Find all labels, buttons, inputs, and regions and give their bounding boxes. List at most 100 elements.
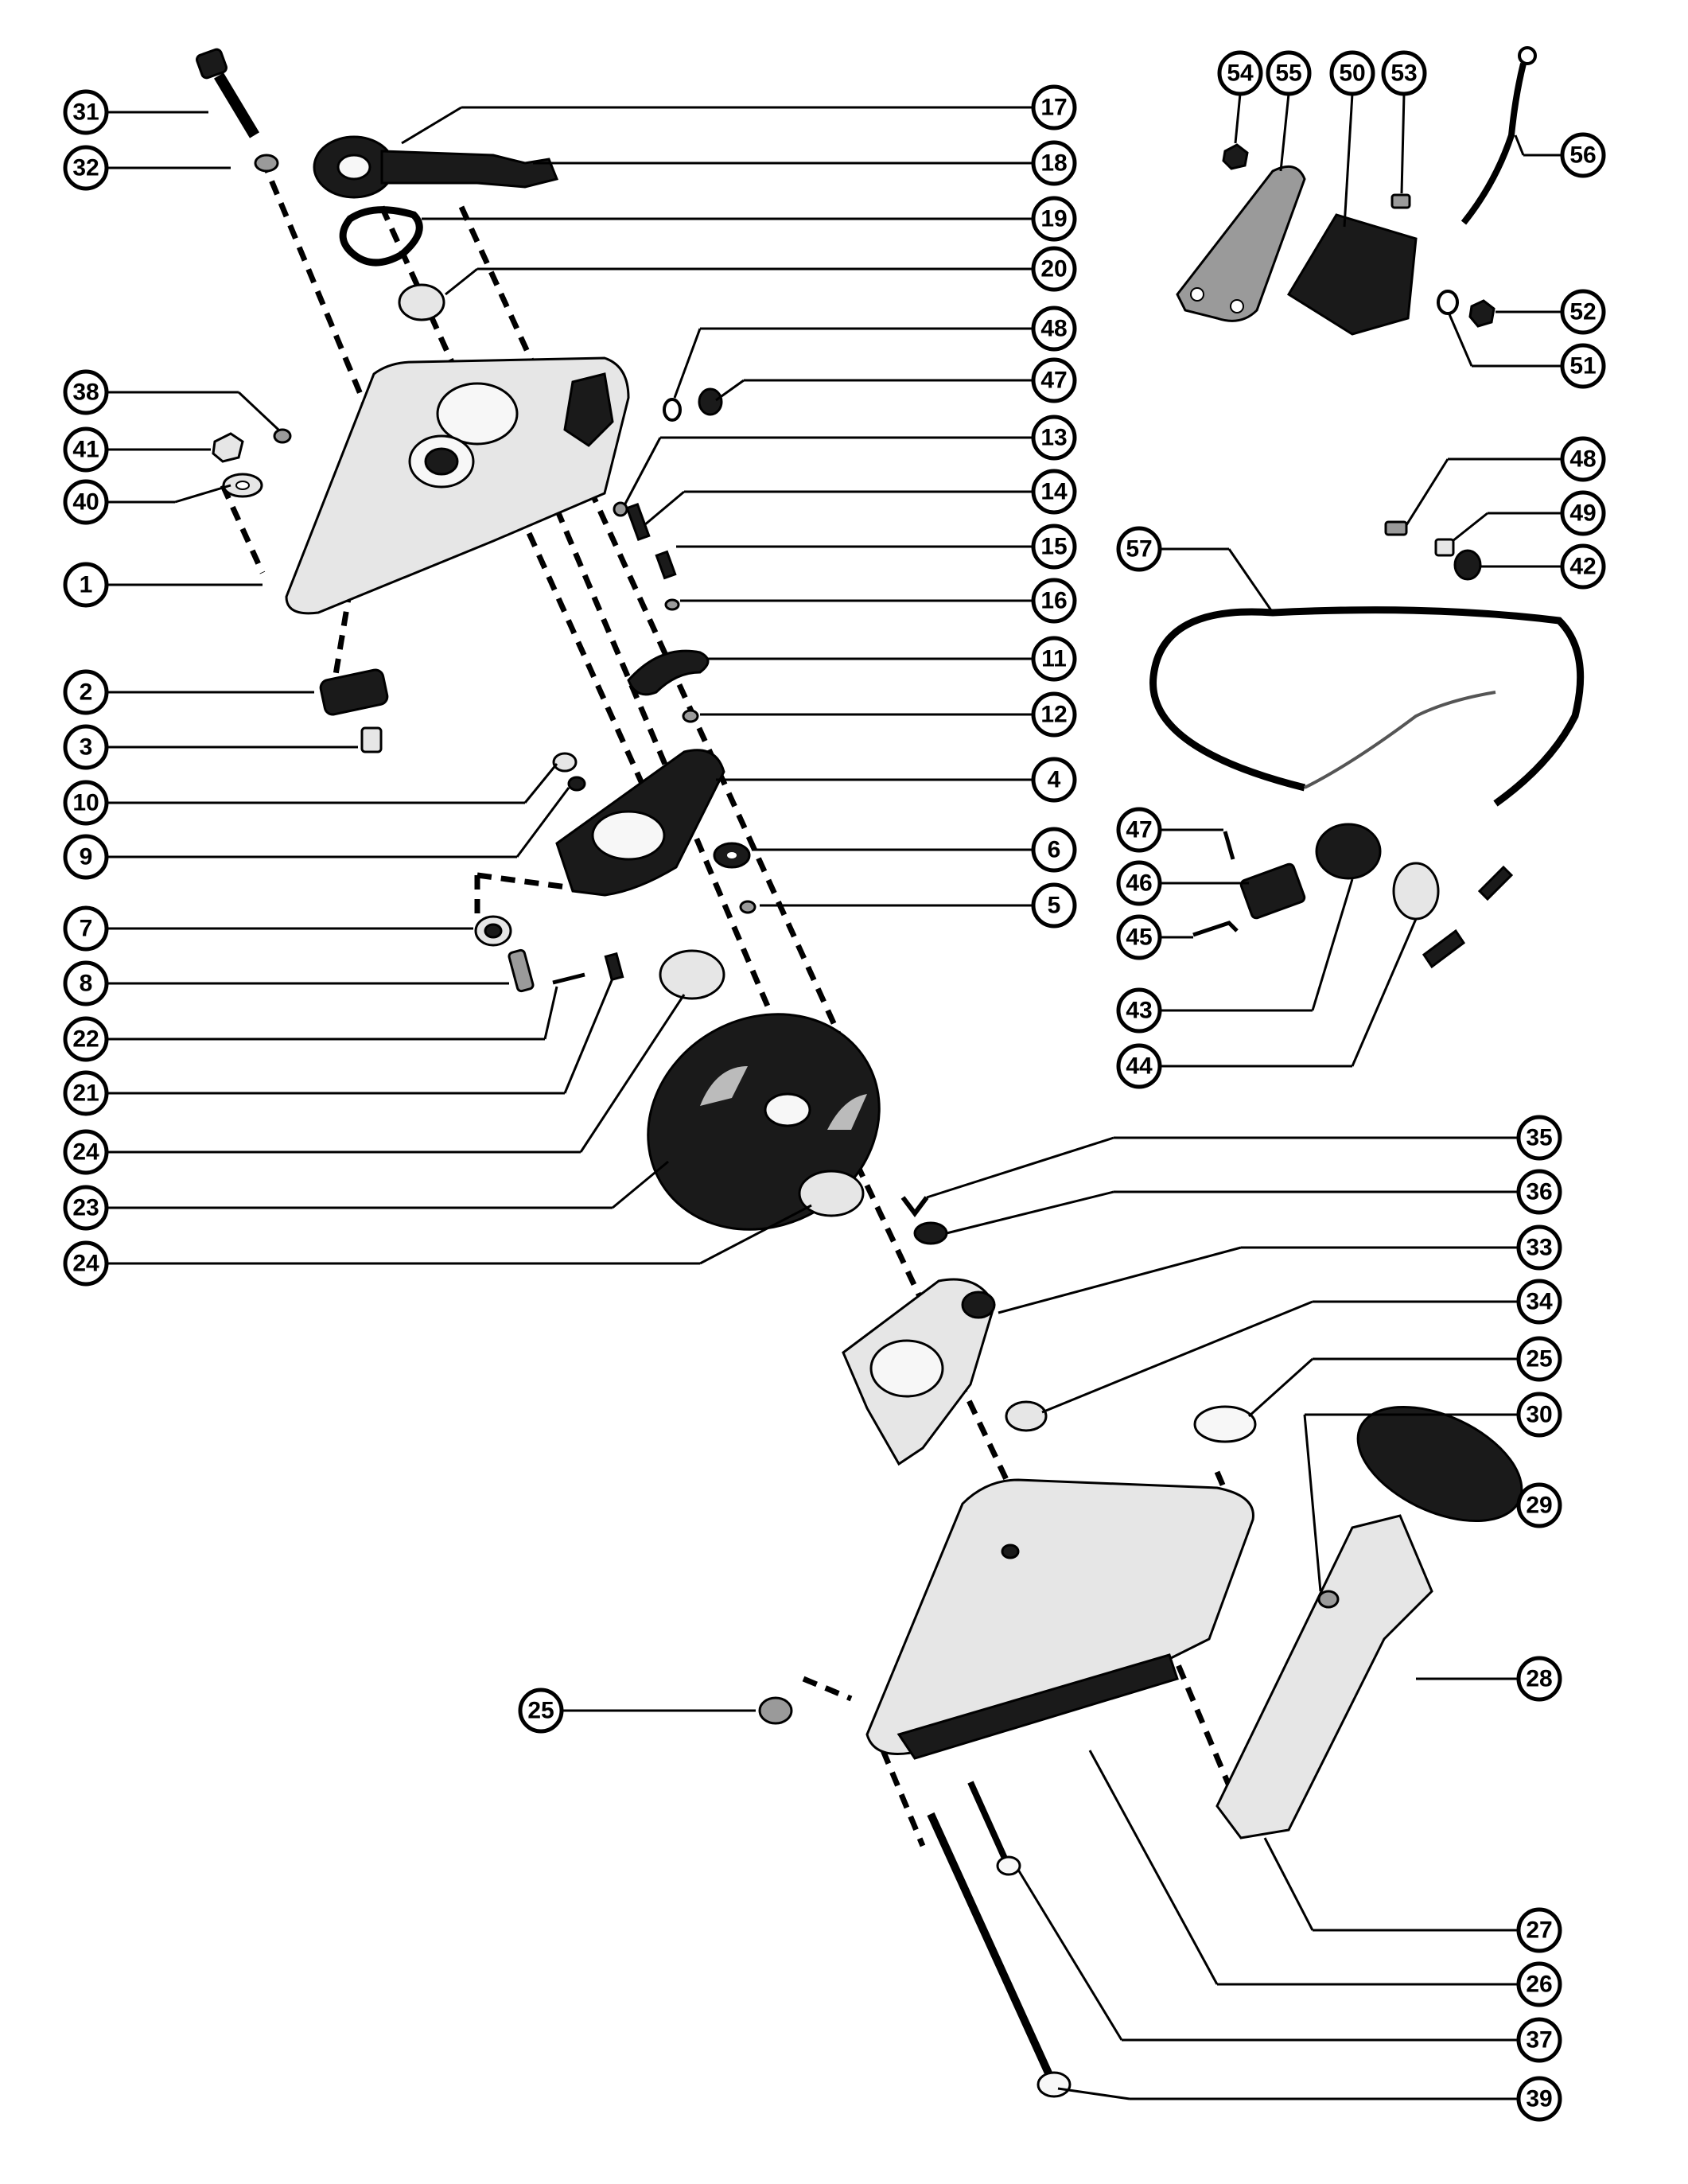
callout-40: 40 xyxy=(63,479,109,525)
part-lower-bracket-33 xyxy=(842,1278,996,1466)
callout-12: 12 xyxy=(1031,691,1077,738)
callout-42: 42 xyxy=(1560,543,1606,590)
callout-number: 46 xyxy=(1126,870,1152,897)
callout-number: 42 xyxy=(1569,554,1596,580)
callout-number: 36 xyxy=(1526,1179,1552,1205)
part-keys xyxy=(1422,865,1514,969)
callout-number: 4 xyxy=(1048,767,1061,793)
callout-number: 30 xyxy=(1526,1402,1552,1428)
part-detent-plate-11 xyxy=(627,649,710,696)
callout-26: 26 xyxy=(1516,1961,1562,2007)
callout-57: 57 xyxy=(1116,526,1162,572)
part-screw-38 xyxy=(273,428,292,444)
callout-16: 16 xyxy=(1031,578,1077,624)
part-bolt-8 xyxy=(508,948,535,993)
part-washer-36 xyxy=(913,1221,948,1245)
part-terminal-45 xyxy=(1192,921,1239,937)
callout-number: 9 xyxy=(80,844,93,870)
callout-circle xyxy=(1516,1392,1562,1438)
callout-circle xyxy=(63,1129,109,1175)
callout-circle xyxy=(63,780,109,826)
part-sleeve-2 xyxy=(319,668,389,716)
callout-number: 28 xyxy=(1526,1666,1552,1692)
callout-circle xyxy=(63,369,109,415)
callout-circle xyxy=(1560,343,1606,389)
part-ball-16 xyxy=(664,598,680,611)
part-bushing-47 xyxy=(698,387,723,416)
callout-55: 55 xyxy=(1266,50,1312,96)
part-bezel-44 xyxy=(1392,862,1440,921)
part-cable-56 xyxy=(1460,46,1537,225)
part-cam-disc-23 xyxy=(647,1013,881,1231)
callout-number: 3 xyxy=(80,734,93,761)
part-key-42 xyxy=(1453,549,1482,581)
callout-number: 43 xyxy=(1126,998,1152,1024)
callout-number: 24 xyxy=(72,1251,99,1277)
part-screw-12 xyxy=(682,709,699,723)
callout-circle xyxy=(1031,691,1077,738)
part-shift-lever-17 xyxy=(313,135,559,199)
callout-22: 22 xyxy=(63,1016,109,1062)
callout-24: 24 xyxy=(63,1240,109,1287)
callout-circle xyxy=(1560,436,1606,482)
callout-number: 50 xyxy=(1339,60,1365,87)
callout-23: 23 xyxy=(63,1185,109,1231)
callout-15: 15 xyxy=(1031,524,1077,570)
callout-circle xyxy=(1031,306,1077,352)
callout-48: 48 xyxy=(1031,306,1077,352)
callout-circle xyxy=(1116,987,1162,1034)
callout-circle xyxy=(63,834,109,880)
callout-circle xyxy=(1560,132,1606,178)
callout-circle xyxy=(63,905,109,952)
callout-number: 44 xyxy=(1126,1053,1153,1080)
part-pin-22 xyxy=(552,972,585,985)
callout-circle xyxy=(63,1240,109,1287)
callout-27: 27 xyxy=(1516,1907,1562,1953)
callout-number: 11 xyxy=(1041,646,1067,672)
callout-circle xyxy=(1560,289,1606,335)
callout-number: 52 xyxy=(1569,299,1596,325)
part-fitting-3 xyxy=(360,726,383,753)
callout-number: 31 xyxy=(72,99,99,126)
part-bushing-20 xyxy=(398,283,445,321)
callout-number: 51 xyxy=(1569,353,1596,380)
callout-number: 6 xyxy=(1048,837,1061,863)
callout-circle xyxy=(1031,469,1077,515)
callout-46: 46 xyxy=(1116,860,1162,906)
part-washer-32 xyxy=(254,154,279,173)
callout-45: 45 xyxy=(1116,914,1162,960)
callout-number: 39 xyxy=(1526,2086,1552,2112)
part-nut-52 xyxy=(1468,299,1495,328)
callout-number: 22 xyxy=(72,1026,99,1053)
callout-number: 5 xyxy=(1048,893,1061,919)
callout-29: 29 xyxy=(1516,1482,1562,1528)
callout-circle xyxy=(1516,1482,1562,1528)
part-grip-29 xyxy=(1356,1405,1523,1523)
callout-44: 44 xyxy=(1116,1043,1162,1089)
callout-circle xyxy=(1516,1336,1562,1382)
part-bushing-34 xyxy=(1005,1400,1048,1432)
callout-number: 33 xyxy=(1526,1235,1552,1261)
callout-number: 18 xyxy=(1040,150,1067,177)
callout-circle xyxy=(1031,757,1077,803)
callout-number: 41 xyxy=(72,437,99,463)
part-gasket-19 xyxy=(339,206,423,267)
callout-circle xyxy=(63,562,109,608)
part-screw-30 xyxy=(1317,1590,1340,1609)
callout-labels: 3132384140123109782221242324171819204847… xyxy=(63,50,1606,2122)
callout-31: 31 xyxy=(63,89,109,135)
callout-6: 6 xyxy=(1031,827,1077,873)
callout-number: 38 xyxy=(72,380,99,406)
callout-5: 5 xyxy=(1031,882,1077,928)
callout-43: 43 xyxy=(1116,987,1162,1034)
callout-number: 26 xyxy=(1526,1972,1552,1998)
callout-circle xyxy=(63,426,109,473)
callout-circle xyxy=(1116,526,1162,572)
callout-number: 53 xyxy=(1390,60,1417,87)
callout-circle xyxy=(63,1016,109,1062)
callout-circle xyxy=(1516,1115,1562,1161)
part-screw-48-right xyxy=(1384,520,1408,536)
callout-circle xyxy=(1031,357,1077,403)
part-plug-25-lower xyxy=(758,1696,793,1725)
callout-number: 15 xyxy=(1040,534,1067,560)
